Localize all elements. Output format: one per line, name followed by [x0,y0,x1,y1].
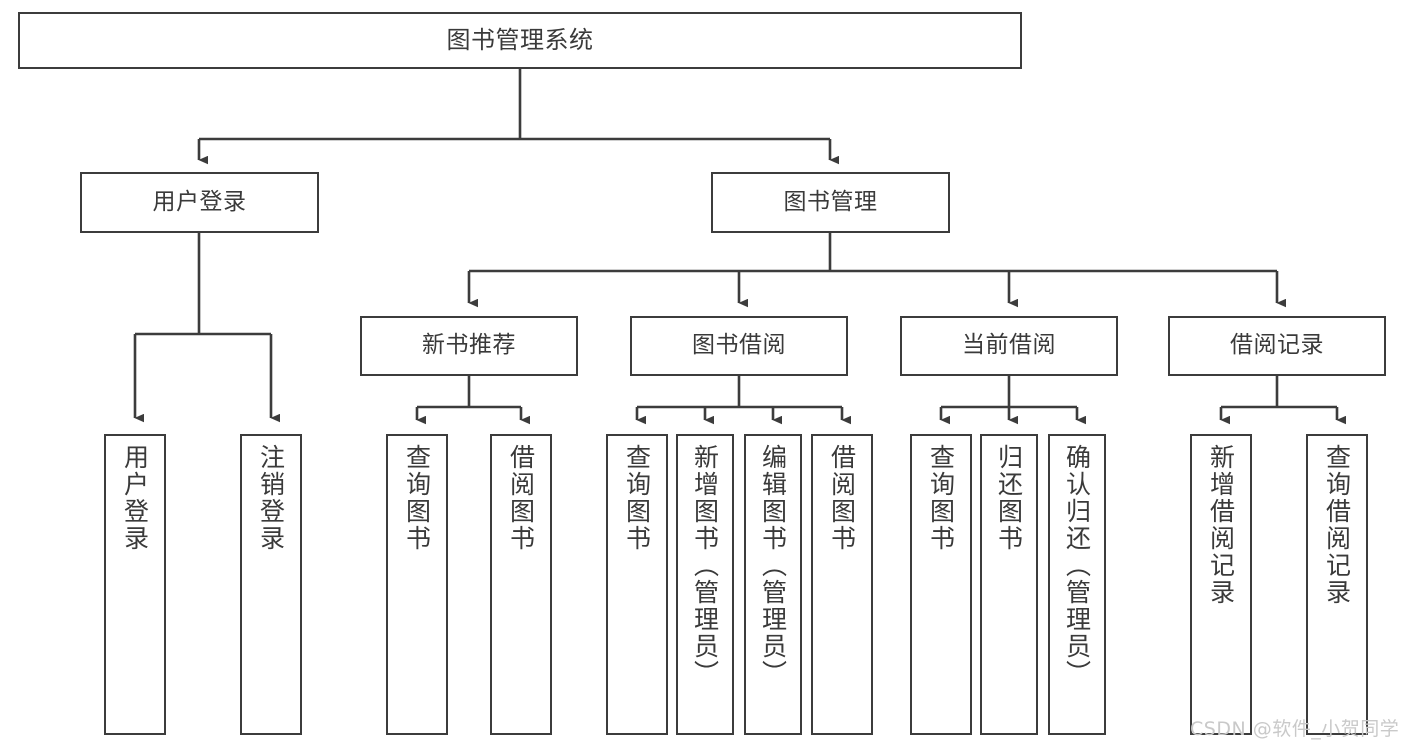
node-leaf-add-record-label: 新增借阅记录 [1206,444,1236,606]
node-leaf-borrow-book-1-label: 借阅图书 [506,444,536,552]
node-leaf-borrow-book-2-label: 借阅图书 [827,444,857,552]
node-leaf-return-book[interactable]: 归还图书 [980,434,1038,735]
node-book-management[interactable]: 图书管理 [711,172,950,233]
node-book-borrow-label: 图书借阅 [692,332,786,359]
node-book-management-label: 图书管理 [783,188,878,215]
node-leaf-query-book-2[interactable]: 查询图书 [606,434,668,735]
node-leaf-return-book-label: 归还图书 [994,444,1024,552]
node-current-borrow[interactable]: 当前借阅 [900,316,1118,376]
node-leaf-query-book-2-label: 查询图书 [622,444,652,552]
node-leaf-add-record[interactable]: 新增借阅记录 [1190,434,1252,735]
node-leaf-query-record[interactable]: 查询借阅记录 [1306,434,1368,735]
node-leaf-edit-book[interactable]: 编辑图书（管理员） [744,434,802,735]
csdn-watermark: CSDN @软件_小贺同学 [1190,718,1400,740]
node-current-borrow-label: 当前借阅 [962,332,1056,359]
node-leaf-add-book-label: 新增图书（管理员） [690,444,720,687]
node-leaf-add-book[interactable]: 新增图书（管理员） [676,434,734,735]
node-leaf-edit-book-label: 编辑图书（管理员） [758,444,788,687]
node-leaf-query-record-label: 查询借阅记录 [1322,444,1352,606]
node-leaf-query-book-3[interactable]: 查询图书 [910,434,972,735]
node-leaf-logout[interactable]: 注销登录 [240,434,302,735]
node-leaf-borrow-book-2[interactable]: 借阅图书 [811,434,873,735]
node-user-login[interactable]: 用户登录 [80,172,319,233]
node-new-book-recommend[interactable]: 新书推荐 [360,316,578,376]
node-new-book-recommend-label: 新书推荐 [422,332,516,359]
node-book-borrow[interactable]: 图书借阅 [630,316,848,376]
node-leaf-user-login[interactable]: 用户登录 [104,434,166,735]
node-root[interactable]: 图书管理系统 [18,12,1022,69]
node-leaf-query-book-1[interactable]: 查询图书 [386,434,448,735]
node-leaf-user-login-label: 用户登录 [120,444,150,552]
node-user-login-label: 用户登录 [152,188,247,215]
node-root-label: 图书管理系统 [446,26,594,55]
node-leaf-confirm-return[interactable]: 确认归还（管理员） [1048,434,1106,735]
node-leaf-query-book-3-label: 查询图书 [926,444,956,552]
node-leaf-query-book-1-label: 查询图书 [402,444,432,552]
node-leaf-borrow-book-1[interactable]: 借阅图书 [490,434,552,735]
node-borrow-record-label: 借阅记录 [1230,332,1324,359]
node-leaf-logout-label: 注销登录 [256,444,286,552]
node-borrow-record[interactable]: 借阅记录 [1168,316,1386,376]
node-leaf-confirm-return-label: 确认归还（管理员） [1062,444,1092,687]
